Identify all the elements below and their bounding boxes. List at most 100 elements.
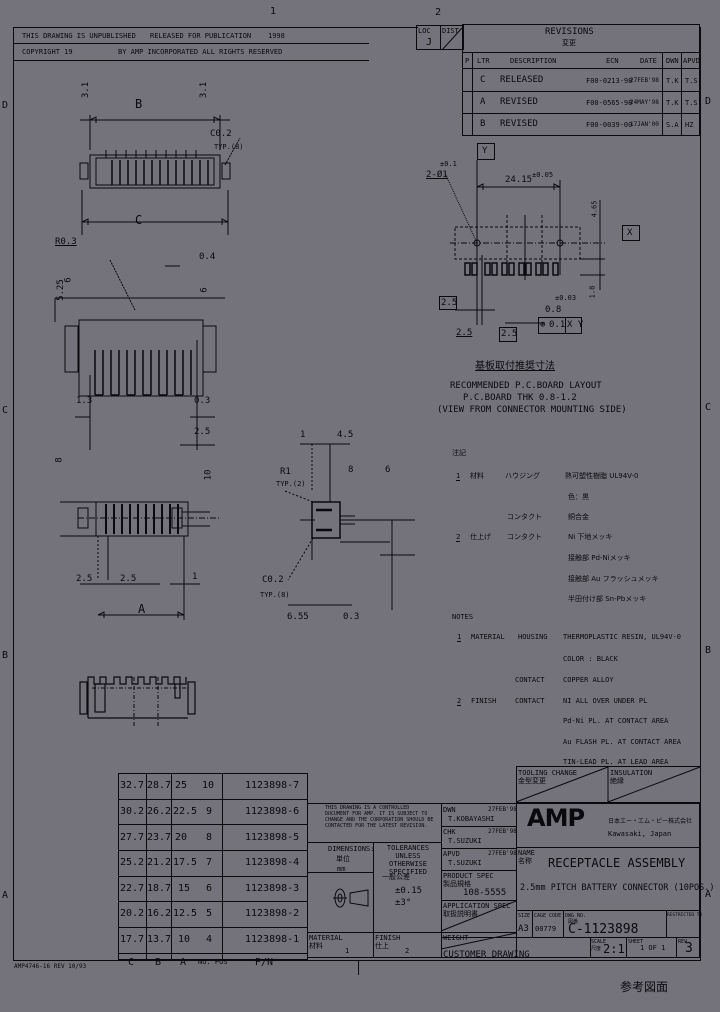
bottom-view-drawing — [60, 501, 220, 620]
pcb-subtitle: P.C.BOARD THK 0.8-1.2 — [463, 393, 577, 403]
pn-number: 1123898-5 — [245, 832, 300, 843]
note-mark-2: 2 — [456, 533, 461, 542]
tb-size-divider — [532, 910, 533, 937]
name-label: NAME — [518, 849, 535, 857]
revisions-row-line-1 — [462, 91, 700, 92]
dimensions-label: DIMENSIONS: — [328, 845, 375, 853]
datum-y: Y — [482, 146, 488, 156]
r1-note: TYP.(2) — [276, 480, 306, 488]
weight-label: WEIGHT — [443, 934, 469, 942]
pn-row-line — [118, 824, 308, 825]
finish-jp: 仕上 — [375, 942, 389, 950]
pn-c: 32.7 — [120, 780, 145, 791]
dwn-date: 27FEB'98 — [488, 806, 517, 813]
note-value: 色：黒 — [568, 493, 589, 501]
tb-col-sign — [441, 803, 442, 958]
revisions-table — [462, 24, 700, 136]
note-value: 接触部 Pd-Niメッキ — [568, 554, 631, 562]
dim-0-3: 0.3 — [194, 396, 211, 406]
material-mark: 1 — [345, 947, 350, 955]
pn-col-1 — [146, 773, 147, 960]
title-line-1: RECEPTACLE ASSEMBLY — [548, 856, 686, 870]
reference-drawing-jp: 参考図面 — [620, 980, 669, 994]
frame-right — [700, 27, 701, 960]
tolerance-label: TOLERANCES UNLESS OTHERWISE SPECIFIED — [386, 844, 430, 876]
revision-ltr: C — [480, 75, 486, 85]
revisions-col-apvd: APVD — [683, 57, 700, 65]
zone-top-2: 2 — [435, 7, 442, 18]
revision-date: 24MAY'98 — [630, 99, 659, 106]
note-value: Pd-Ni PL. AT CONTACT AREA — [563, 717, 669, 725]
note-value: 銅合金 — [568, 513, 589, 521]
datum-y-box — [477, 143, 495, 160]
title-notice: THIS DRAWING IS A CONTROLLED DOCUMENT FO… — [325, 805, 434, 829]
revision-desc: REVISED — [500, 119, 538, 129]
header-year: 1998 — [268, 32, 285, 40]
tb-scale-divider — [590, 937, 591, 958]
note-value: THERMOPLASTIC RESIN, UL94V-0 — [563, 633, 682, 641]
pn-row-line — [118, 927, 308, 928]
pn-row-line — [118, 876, 308, 877]
side-view-drawing — [54, 259, 225, 450]
tb-col-dims — [373, 842, 374, 958]
dim-0-8: 0.8 — [545, 305, 562, 315]
loc-value: J — [426, 37, 433, 48]
pn-number: 1123898-1 — [245, 934, 300, 945]
pn-pos: 10 — [202, 780, 215, 791]
dim-6-55: 6.55 — [287, 612, 309, 622]
dim-24-15: 24.15 — [505, 175, 533, 185]
tolerance-jp: 一般公差 — [382, 873, 410, 881]
radius-r0-3: R0.3 — [55, 237, 77, 247]
insulation-jp: 絶縁 — [610, 777, 624, 785]
customer-drawing: CUSTOMER DRAWING — [443, 950, 530, 960]
dim-1: 1 — [192, 572, 198, 582]
company-logo: AMP — [527, 804, 585, 832]
c02-label: C0.2 — [262, 575, 284, 585]
dim-c: C — [135, 213, 143, 227]
dim-24-15-tol: ±0.05 — [532, 171, 554, 179]
revisions-col-date: DATE — [640, 57, 657, 65]
dim-0-8-tol: ±0.03 — [555, 294, 577, 302]
tb-line-prodspec — [441, 900, 516, 901]
note-label: FINISH — [471, 697, 497, 705]
pn-number: 1123898-4 — [245, 857, 300, 868]
datum-x-box — [622, 225, 640, 241]
pn-a: 17.5 — [173, 857, 198, 868]
scale-value: 2:1 — [603, 942, 625, 956]
pcb-title-jp: 基板取付推奨寸法 — [475, 361, 555, 372]
pn-c: 22.7 — [120, 883, 145, 894]
header-mid-line — [13, 43, 369, 44]
apvd-label: APVD — [443, 850, 460, 858]
note-value: 熱可塑性樹脂 UL94V-0 — [565, 472, 639, 480]
pn-header-a: A — [180, 957, 187, 968]
revisions-col-2 — [662, 52, 663, 136]
pn-b: 26.2 — [147, 806, 172, 817]
header-released: RELEASED FOR PUBLICATION — [150, 32, 252, 40]
pn-c: 20.2 — [120, 908, 145, 919]
pn-pos: 4 — [206, 934, 213, 945]
pn-col-3 — [222, 773, 223, 960]
chamfer-label: C0.2 — [210, 129, 232, 139]
tb-col-main — [516, 766, 517, 958]
dist-label: DIST — [442, 27, 459, 35]
chk-name: T.SUZUKI — [448, 837, 482, 845]
dim-b: B — [135, 97, 143, 111]
size-label: SIZE — [518, 913, 531, 919]
pn-pos: 6 — [206, 883, 213, 894]
r1-label: R1 — [280, 467, 291, 477]
restricted-value: - — [683, 937, 689, 947]
tb-sig-line-2 — [441, 848, 516, 849]
cage-value: 00779 — [535, 925, 557, 933]
revisions-header-bottom — [462, 68, 700, 69]
revisions-col-1 — [472, 52, 473, 136]
application-spec-jp: 取扱説明書 — [443, 910, 478, 918]
pn-header-pn: P/N — [255, 957, 274, 968]
dim-2-5-b: 2.5 — [456, 328, 473, 338]
dwg-label: DWG NO. — [565, 913, 587, 919]
pn-header-pos: No. POS — [198, 958, 228, 966]
zone-right-a: A — [705, 889, 712, 900]
pn-c: 25.2 — [120, 857, 145, 868]
note-sub: コンタクト — [507, 513, 542, 521]
frame-left — [13, 27, 14, 960]
notes-en-heading: NOTES — [452, 613, 474, 621]
